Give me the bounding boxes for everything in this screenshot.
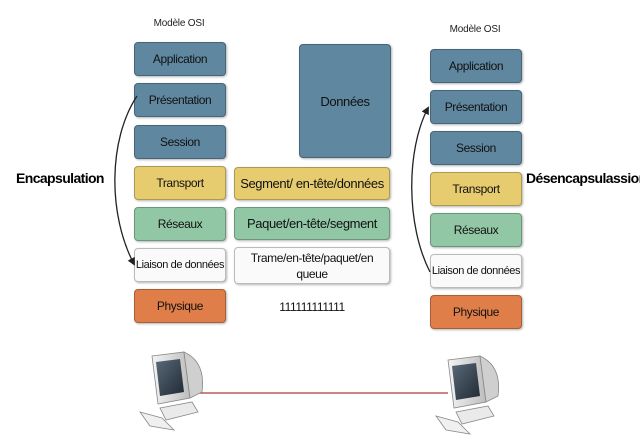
left-layer-application: Application <box>134 42 226 76</box>
pdu-bits: 111111111111 <box>279 300 345 314</box>
encapsulation-label: Encapsulation <box>16 170 104 186</box>
computer-icon <box>139 351 203 431</box>
right-layer-application: Application <box>430 49 522 83</box>
decapsulation-label: Désencapsulassion <box>526 170 640 186</box>
right-layer-session: Session <box>430 131 522 165</box>
left-layer-physique: Physique <box>134 289 226 323</box>
right-osi-title: Modèle OSI <box>449 24 501 35</box>
encapsulation-arrow <box>114 95 138 266</box>
right-layer-liaison: Liaison de données <box>430 254 522 288</box>
decapsulation-arrow <box>411 106 431 273</box>
left-layer-transport: Transport <box>134 166 226 200</box>
pdu-trame: Trame/en-tête/paquet/en queue <box>234 247 390 284</box>
computer-icon <box>435 355 499 435</box>
pdu-paquet: Paquet/en-tête/segment <box>234 207 390 240</box>
left-layer-session: Session <box>134 125 226 159</box>
right-layer-transport: Transport <box>430 172 522 206</box>
right-layer-presentation: Présentation <box>430 90 522 124</box>
pdu-segment: Segment/ en-tête/données <box>234 167 390 200</box>
left-layer-liaison: Liaison de données <box>134 248 226 282</box>
right-layer-reseaux: Réseaux <box>430 213 522 247</box>
right-layer-physique: Physique <box>430 295 522 329</box>
left-layer-presentation: Présentation <box>134 83 226 117</box>
pdu-donnees: Données <box>299 44 391 158</box>
left-osi-title: Modèle OSI <box>153 18 205 29</box>
left-layer-reseaux: Réseaux <box>134 207 226 241</box>
